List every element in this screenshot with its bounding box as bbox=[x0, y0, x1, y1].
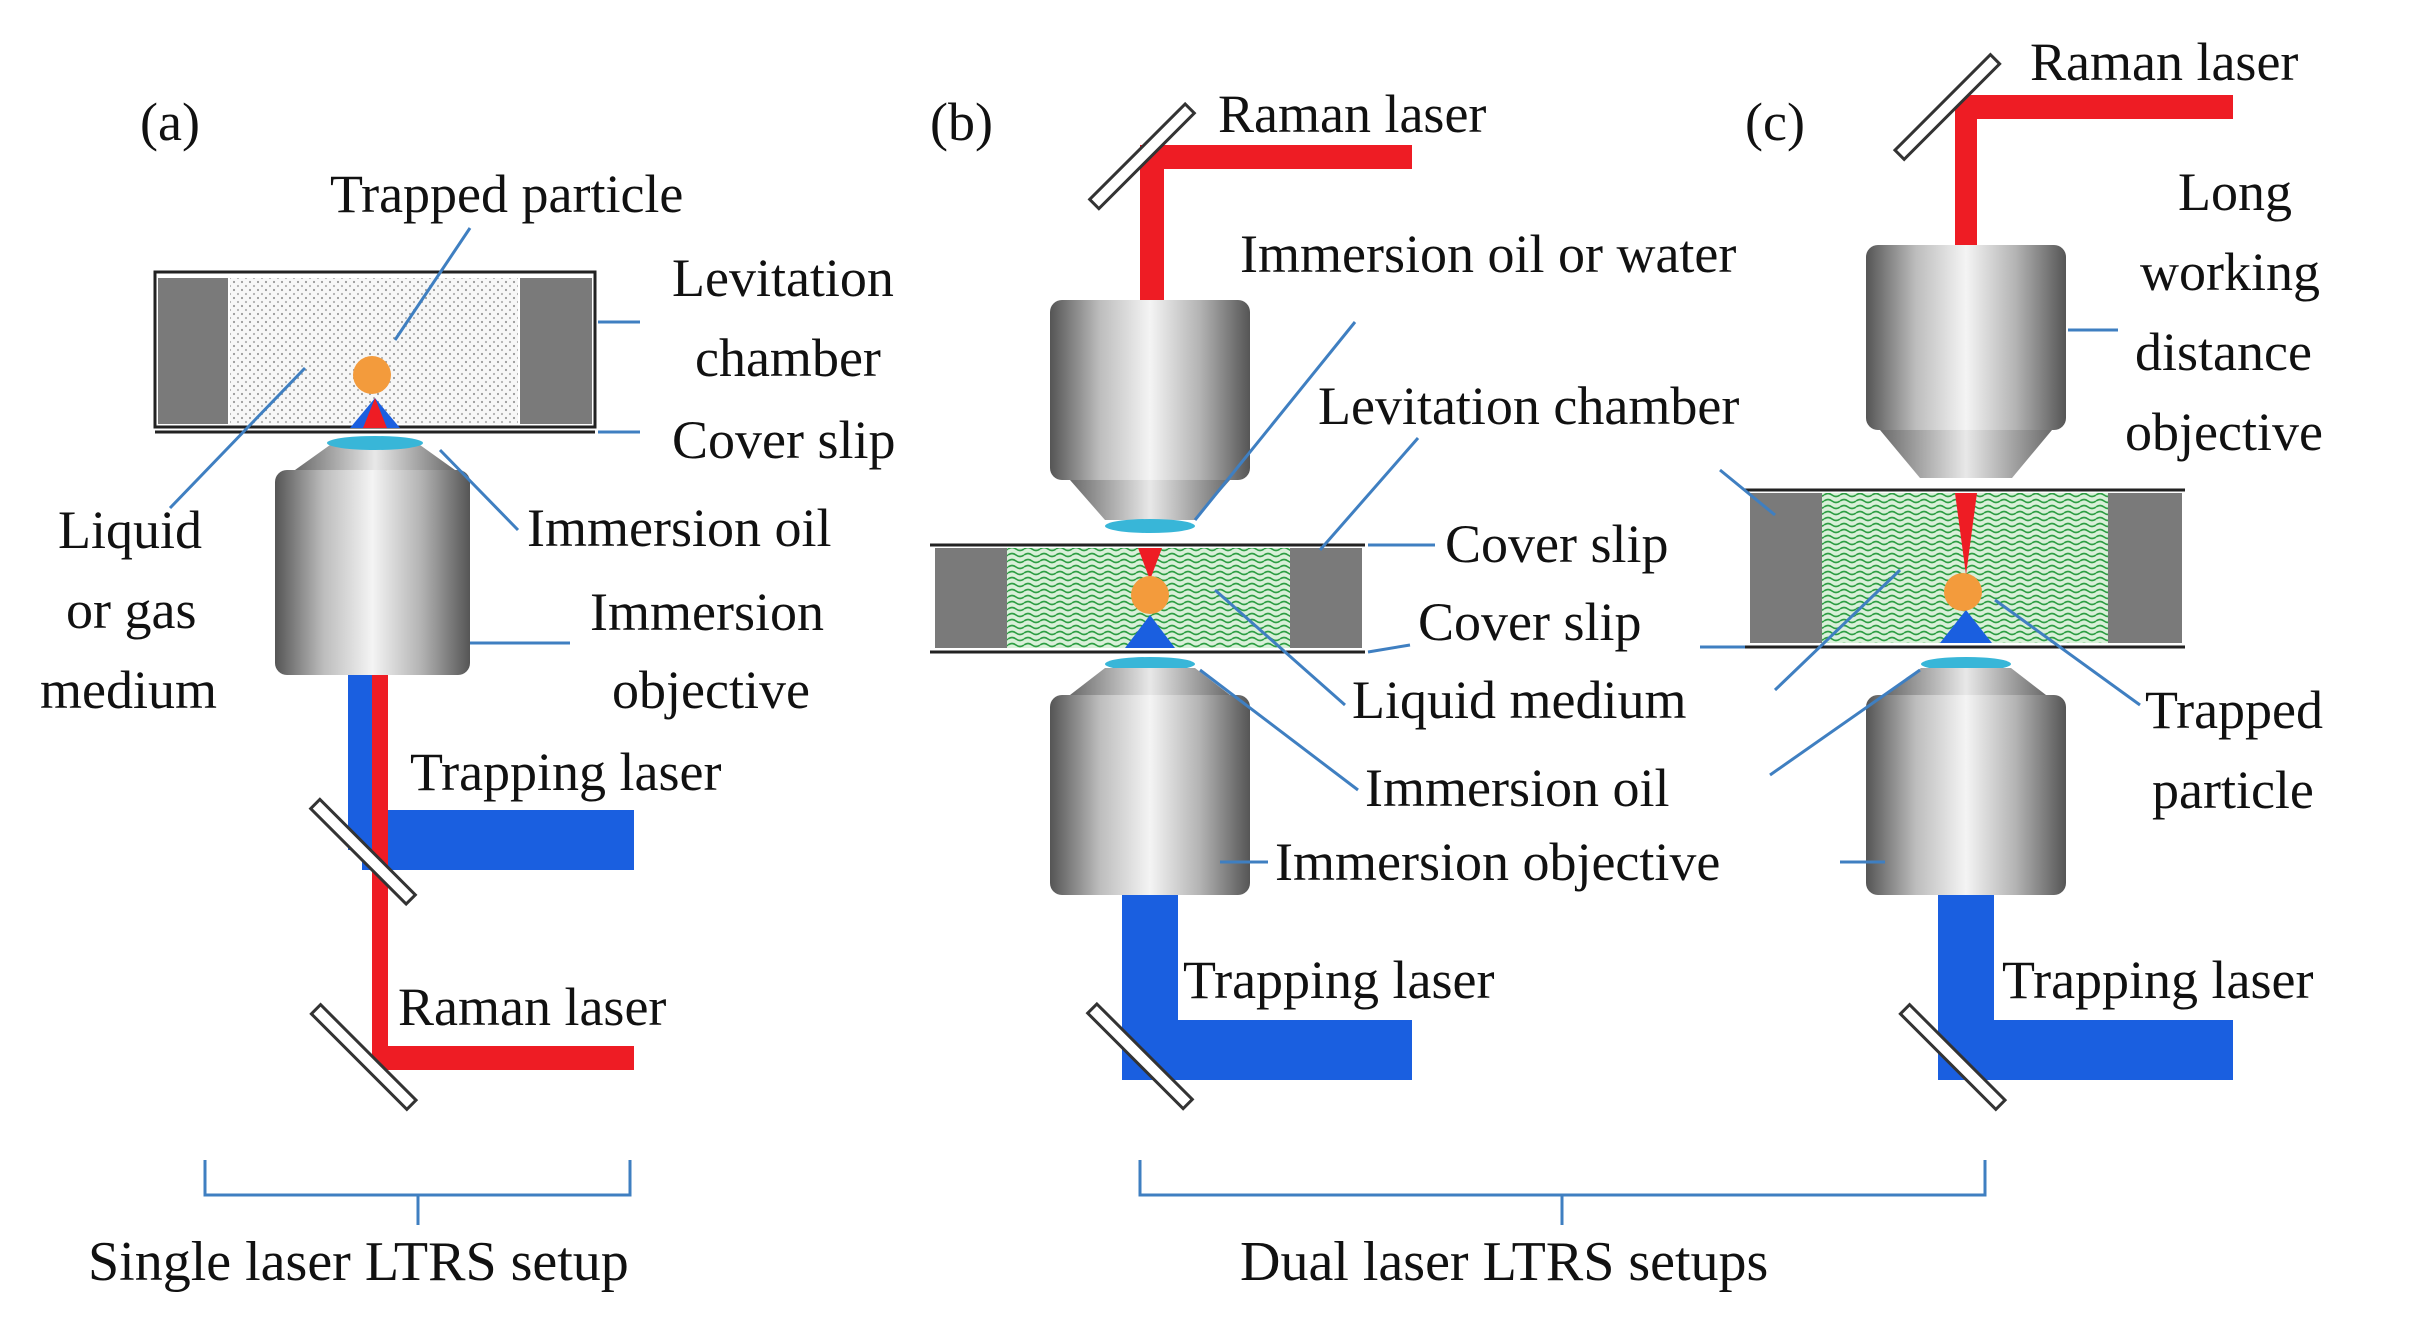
label-a-levitation-1: Levitation bbox=[672, 248, 894, 308]
label-a-trapped-particle: Trapped particle bbox=[330, 164, 683, 224]
label-c-trapping-laser: Trapping laser bbox=[2002, 950, 2313, 1010]
trapped-particle-a bbox=[353, 356, 391, 394]
arrow-a-medium bbox=[168, 366, 307, 510]
label-b-cover-slip-bottom: Cover slip bbox=[1418, 592, 1642, 652]
mirror-b-trapping bbox=[1085, 1001, 1195, 1111]
label-b-liquid-medium: Liquid medium bbox=[1352, 670, 1686, 730]
objective-a-tip bbox=[295, 445, 455, 470]
chamber-c-left-wall bbox=[1750, 493, 1822, 643]
mirror-c-raman bbox=[1892, 52, 2002, 162]
immersion-oil-b-top bbox=[1105, 519, 1195, 533]
label-a-immersion-oil: Immersion oil bbox=[527, 498, 831, 558]
label-c-raman-laser: Raman laser bbox=[2030, 32, 2298, 92]
focus-cone-c-blue bbox=[1940, 610, 1992, 643]
panel-b: (b) Raman laser Immersion oil or water L… bbox=[930, 84, 1987, 1293]
arrow-c-oil bbox=[1769, 668, 1921, 777]
label-c-lwd-3: distance bbox=[2135, 322, 2312, 382]
objective-c-bottom-tip bbox=[1886, 668, 2046, 695]
label-a-objective-1: Immersion bbox=[590, 582, 824, 642]
label-c-trapped-2: particle bbox=[2152, 760, 2314, 820]
chamber-a-left-wall bbox=[158, 278, 228, 424]
objective-c-bottom-body bbox=[1866, 695, 2066, 895]
arrow-c-chamber bbox=[1719, 468, 1776, 517]
mirror-c-trapping bbox=[1898, 1002, 2008, 1112]
immersion-oil-b-bottom bbox=[1105, 657, 1195, 671]
label-a-medium-3: medium bbox=[40, 660, 217, 720]
raman-beam-b-vertical bbox=[1140, 145, 1164, 305]
label-a-medium-2: or gas bbox=[66, 580, 196, 640]
label-c-lwd-1: Long bbox=[2178, 162, 2292, 222]
focus-cone-b-red bbox=[1138, 548, 1162, 580]
label-b-immersion-objective: Immersion objective bbox=[1275, 832, 1720, 892]
arrow-b-chamber bbox=[1318, 437, 1420, 551]
objective-b-top-tip bbox=[1070, 480, 1230, 520]
arrow-c-trapped bbox=[1994, 598, 2141, 707]
chamber-b-left-wall bbox=[935, 548, 1007, 648]
arrow-b-oil-water bbox=[1193, 321, 1357, 521]
arrow-a-oil bbox=[438, 448, 520, 532]
panel-c: (c) Raman laser Long working distance ob… bbox=[1700, 32, 2323, 1112]
brace-dual bbox=[1138, 1160, 1987, 1225]
label-b-immersion-oil: Immersion oil bbox=[1365, 758, 1669, 818]
trapping-beam-c-horizontal bbox=[1938, 1020, 2233, 1080]
trapped-particle-c bbox=[1944, 573, 1982, 611]
focus-cone-c-red bbox=[1955, 493, 1977, 575]
panel-c-tag: (c) bbox=[1745, 92, 1805, 152]
chamber-c-right-wall bbox=[2108, 493, 2182, 643]
brace-single bbox=[203, 1160, 632, 1225]
trapping-beam-a-horizontal bbox=[362, 810, 634, 870]
panel-a-tag: (a) bbox=[140, 92, 200, 152]
arrow-b-cover-slip-bottom bbox=[1367, 643, 1411, 654]
label-b-raman-laser: Raman laser bbox=[1218, 84, 1486, 144]
panel-a: (a) Trapped particle Levitation chamber … bbox=[40, 92, 896, 1293]
objective-c-top-tip bbox=[1880, 430, 2052, 478]
raman-beam-c-vertical bbox=[1955, 95, 1977, 250]
raman-beam-b-horizontal bbox=[1140, 145, 1412, 169]
label-a-raman-laser: Raman laser bbox=[398, 977, 666, 1037]
label-a-cover-slip: Cover slip bbox=[672, 410, 896, 470]
label-b-cover-slip-top: Cover slip bbox=[1445, 514, 1669, 574]
mirror-b-raman bbox=[1087, 101, 1197, 211]
label-a-objective-2: objective bbox=[612, 660, 810, 720]
arrow-a-particle bbox=[393, 227, 472, 341]
objective-a-body bbox=[275, 470, 470, 675]
label-b-levitation-chamber: Levitation chamber bbox=[1318, 376, 1739, 436]
immersion-oil-a bbox=[327, 436, 423, 450]
mirror-a-trapping bbox=[308, 797, 418, 907]
label-c-lwd-2: working bbox=[2140, 242, 2320, 302]
trapping-beam-b-horizontal bbox=[1122, 1020, 1412, 1080]
raman-beam-a-horizontal bbox=[372, 1046, 634, 1070]
mirror-a-raman bbox=[309, 1002, 419, 1112]
chamber-a-right-wall bbox=[520, 278, 592, 424]
label-b-immersion-oil-water: Immersion oil or water bbox=[1240, 224, 1736, 284]
label-a-levitation-2: chamber bbox=[695, 328, 881, 388]
objective-b-bottom-body bbox=[1050, 695, 1250, 895]
label-c-trapped-1: Trapped bbox=[2145, 680, 2323, 740]
focus-cone-a-red bbox=[363, 398, 387, 428]
raman-beam-c-horizontal bbox=[1955, 95, 2233, 119]
immersion-oil-c bbox=[1921, 657, 2011, 671]
arrow-c-liquid bbox=[1773, 568, 1902, 692]
caption-dual: Dual laser LTRS setups bbox=[1240, 1231, 1768, 1293]
trapped-particle-b bbox=[1131, 576, 1169, 614]
objective-c-top-body bbox=[1866, 245, 2066, 430]
panel-b-tag: (b) bbox=[930, 92, 993, 152]
caption-single: Single laser LTRS setup bbox=[88, 1231, 629, 1293]
label-b-trapping-laser: Trapping laser bbox=[1183, 950, 1494, 1010]
focus-cone-b-blue bbox=[1125, 615, 1175, 648]
chamber-b-right-wall bbox=[1290, 548, 1362, 648]
arrow-b-liquid-medium bbox=[1214, 588, 1346, 707]
arrow-b-oil-bottom bbox=[1199, 668, 1359, 792]
objective-b-bottom-tip bbox=[1070, 668, 1230, 695]
label-a-trapping-laser: Trapping laser bbox=[410, 742, 721, 802]
label-c-lwd-4: objective bbox=[2125, 402, 2323, 462]
objective-b-top-body bbox=[1050, 300, 1250, 480]
label-a-medium-1: Liquid bbox=[58, 500, 202, 560]
